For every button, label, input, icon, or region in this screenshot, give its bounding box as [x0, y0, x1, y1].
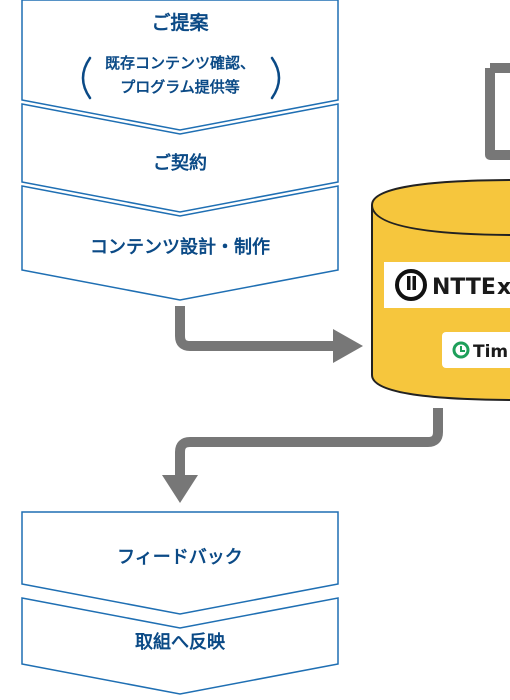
right-paren-icon [270, 56, 281, 100]
database-top-rim [371, 204, 510, 236]
step-proposal-label: ご提案 [151, 11, 209, 34]
left-paren-icon [81, 56, 92, 100]
connector-to-feedback [175, 408, 443, 482]
step-contract-label: ご契約 [153, 152, 207, 174]
sub-logo-text: Tim [473, 342, 508, 362]
ntt-logo-text-tail: x [497, 275, 510, 300]
step-proposal-shape [21, 0, 339, 131]
database-logo-band [384, 262, 510, 308]
ntt-logo-bar-left [407, 276, 411, 290]
ntt-logo-icon [395, 269, 427, 301]
connector-to-database [175, 306, 340, 351]
step-proposal-sub-line2: プログラム提供等 [120, 78, 240, 96]
step-content-design-label: コンテンツ設計・制作 [90, 236, 270, 258]
right-connector-line [485, 63, 510, 160]
ntt-logo-bar-right [412, 276, 416, 290]
step-feedback-shape [21, 511, 339, 615]
database-sub-band [442, 332, 510, 368]
step-contract-shape [21, 103, 339, 213]
step-feedback-label: フィードバック [117, 547, 243, 568]
arrow-down-icon [162, 475, 198, 503]
arrow-right-icon [333, 329, 363, 363]
step-content-design-shape [21, 185, 339, 301]
step-proposal-sub-line1: 既存コンテンツ確認、 [105, 54, 255, 72]
clock-icon [452, 341, 470, 359]
clock-hands-icon [460, 346, 465, 352]
step-reflect-shape [21, 597, 339, 695]
database-cylinder: NTTE x Tim [371, 179, 510, 401]
ntt-logo-text: NTTE [432, 275, 496, 300]
step-reflect-label: 取組へ反映 [135, 631, 226, 653]
